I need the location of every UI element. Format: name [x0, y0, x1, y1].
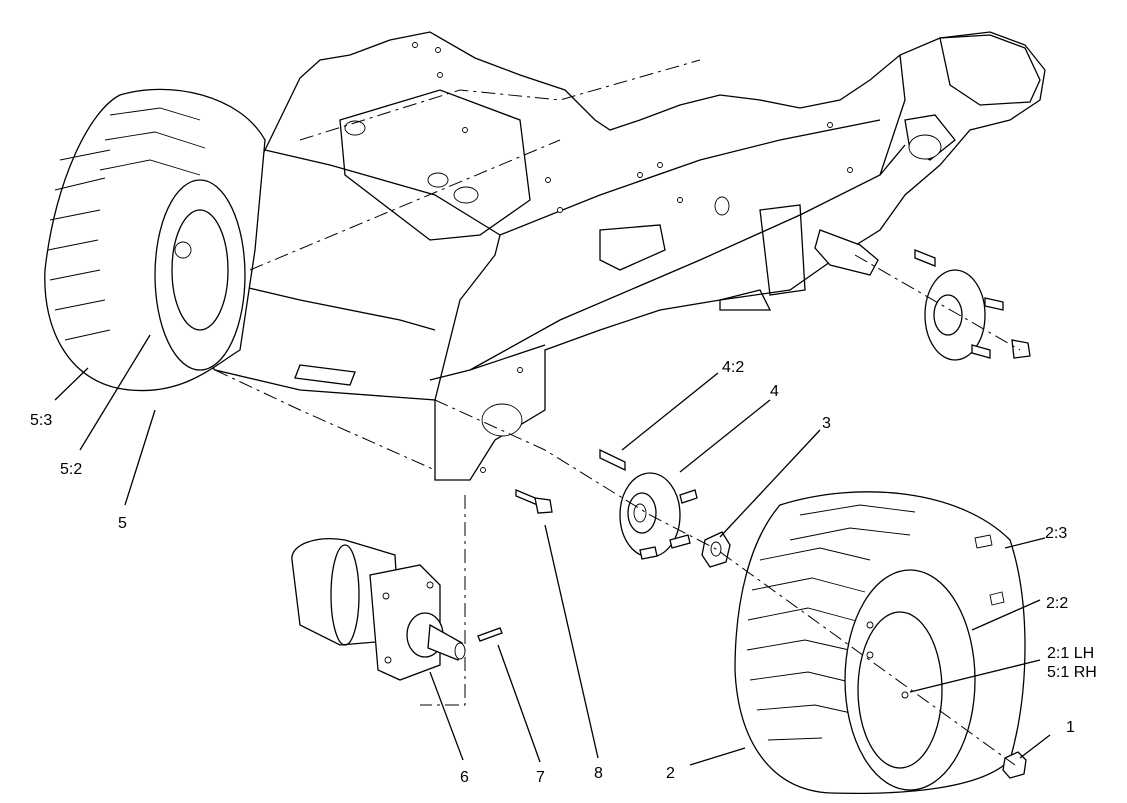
leader-lines — [54, 334, 1051, 766]
callout-4-2: 4:2 — [722, 359, 744, 376]
callout-5: 5 — [118, 515, 127, 532]
callout-5-1-rh: 5:1 RH — [1047, 664, 1097, 681]
callout-2-1-lh: 2:1 LH — [1047, 645, 1094, 662]
wheel-5-assembly — [44, 88, 266, 392]
callout-6: 6 — [460, 769, 469, 786]
callout-2-3: 2:3 — [1045, 525, 1067, 542]
hub-4 — [599, 448, 698, 560]
assembly-center-lines — [214, 59, 1021, 766]
callout-4: 4 — [770, 383, 779, 400]
key-7 — [477, 627, 503, 642]
callout-labels: 1 2 2:2 2:3 2:1 LH 5:1 RH 3 4 4:2 5 5:2 … — [30, 359, 1097, 786]
callout-5-3: 5:3 — [30, 412, 52, 429]
hub-far — [814, 229, 1031, 361]
callout-7: 7 — [536, 769, 545, 786]
callout-3: 3 — [822, 415, 831, 432]
drive-motor-6 — [291, 538, 466, 681]
bolt-8 — [515, 489, 553, 514]
callout-2-2: 2:2 — [1046, 595, 1068, 612]
callout-1: 1 — [1066, 719, 1075, 736]
callout-8: 8 — [594, 765, 603, 782]
callout-5-2: 5:2 — [60, 461, 82, 478]
wheel-2-assembly — [734, 491, 1026, 795]
chassis-frame — [169, 31, 1046, 481]
callout-2: 2 — [666, 765, 675, 782]
